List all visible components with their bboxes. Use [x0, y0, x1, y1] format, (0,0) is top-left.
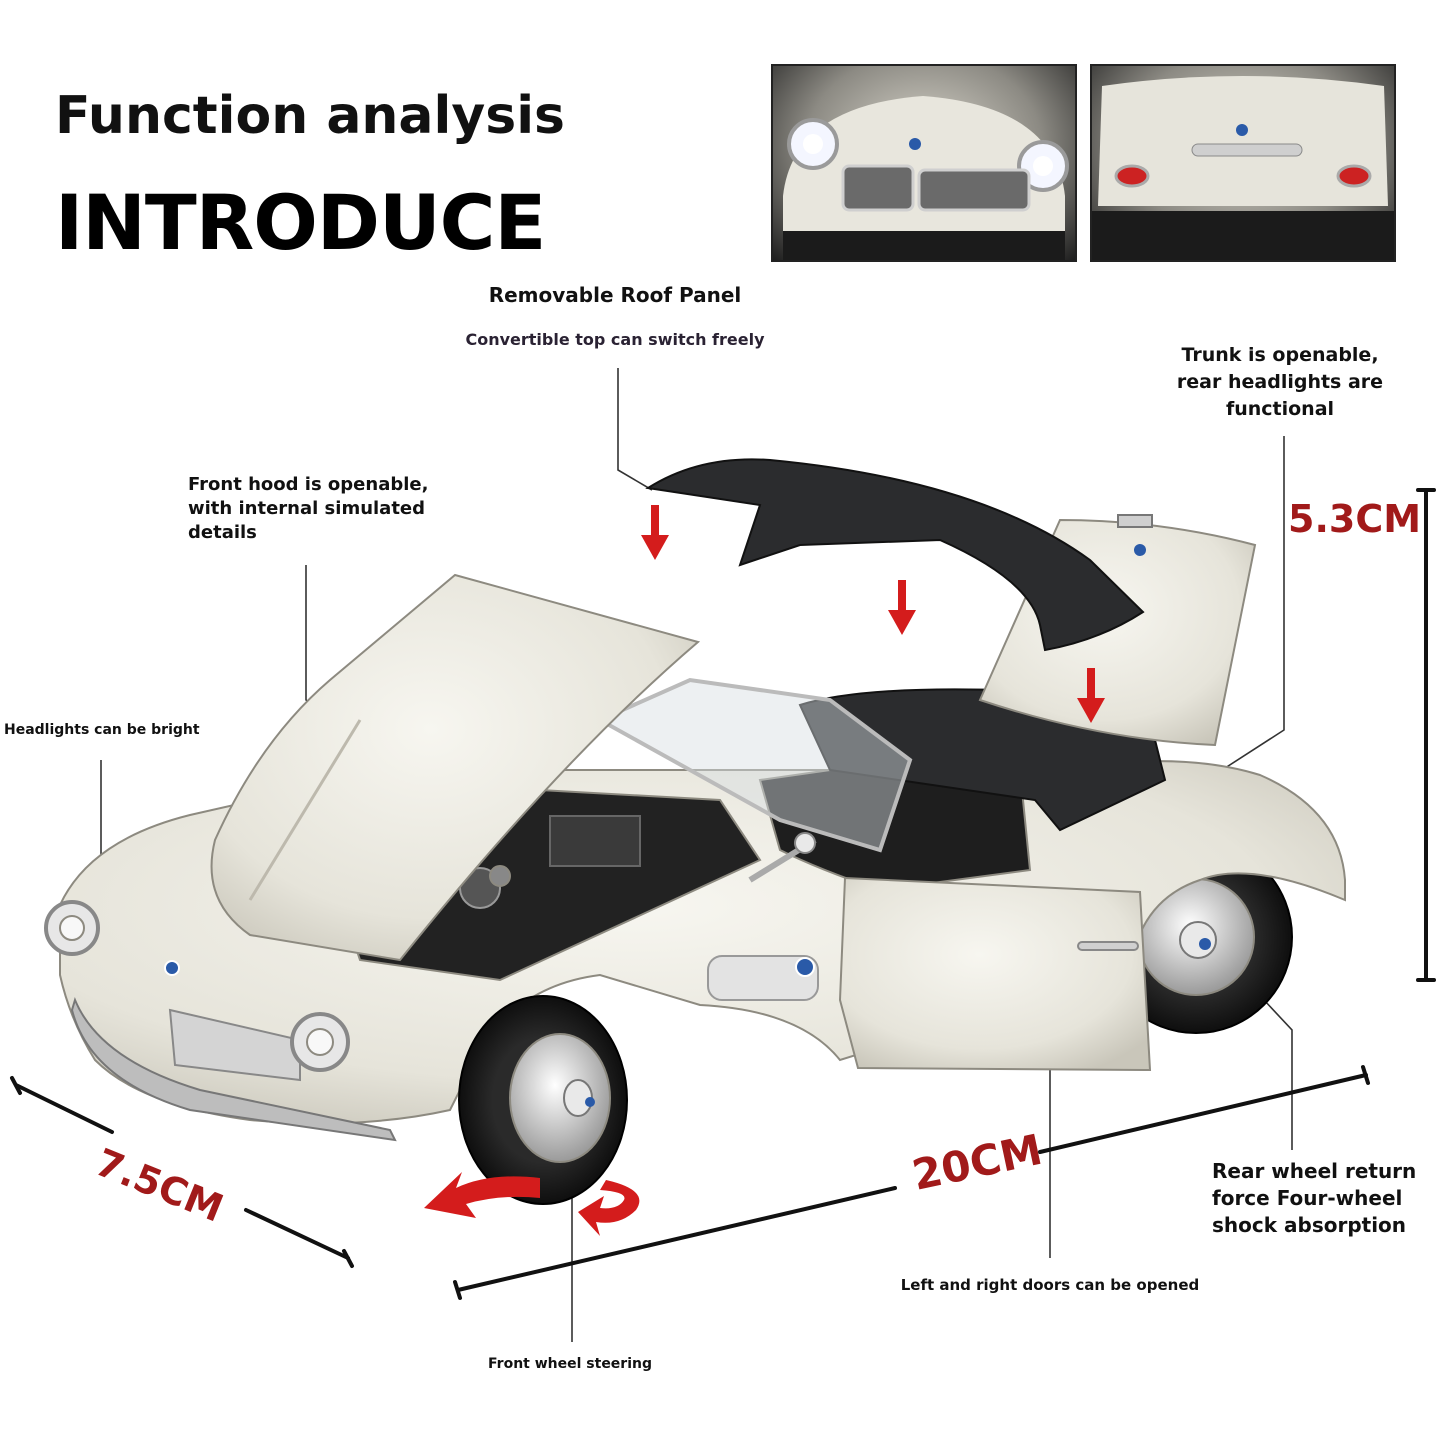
trunk-leader-line: [1221, 436, 1285, 771]
rear-wheel-callout: Rear wheel return force Four-wheel shock…: [1212, 1158, 1440, 1239]
length-dimension-line-a: [456, 1186, 897, 1292]
hood-callout: Front hood is openable, with internal si…: [188, 473, 488, 545]
rear-wheel-line-3: shock absorption: [1212, 1213, 1407, 1237]
height-dimension-label: 5.3CM: [1288, 497, 1422, 541]
open-door: [838, 876, 1152, 1072]
side-vent: [707, 955, 819, 1001]
rear-lights-photo: [1090, 64, 1396, 262]
trunk-line-2: rear headlights are: [1176, 371, 1384, 393]
dimension-lines: [10, 488, 1436, 1300]
length-dimension-line-b: [1038, 1073, 1368, 1154]
removable-roof-panel: [645, 458, 1145, 652]
hood-line-2: with internal simulated: [188, 498, 426, 519]
car-model: [44, 458, 1346, 1205]
roof-title: Removable Roof Panel: [488, 283, 742, 307]
headlights-callout: Headlights can be bright: [4, 722, 200, 738]
front-hood: [210, 573, 701, 962]
rotate-left-arrow-icon: [424, 1172, 540, 1218]
front-bumper: [70, 997, 397, 1142]
hood-line-3: details: [188, 522, 257, 543]
front-grille: [168, 1008, 301, 1082]
rear-wheel-line-1: Rear wheel return: [1212, 1159, 1417, 1183]
steering-callout: Front wheel steering: [488, 1356, 652, 1372]
page-subtitle: INTRODUCE: [55, 178, 546, 267]
windshield: [595, 677, 913, 853]
trunk-line-3: functional: [1225, 398, 1335, 420]
rotate-right-arrow-icon: [578, 1180, 640, 1236]
page-title: Function analysis: [55, 86, 565, 146]
front-lights-photo: [771, 64, 1077, 262]
removal-arrows: [641, 505, 1105, 723]
down-arrow-icon: [641, 505, 669, 560]
width-dimension-line-a: [14, 1083, 114, 1134]
roof-leader-line: [617, 368, 653, 491]
trunk-line-1: Trunk is openable,: [1181, 344, 1379, 366]
width-dimension-line-b: [244, 1208, 350, 1260]
doors-callout: Left and right doors can be opened: [900, 1276, 1200, 1294]
trunk-callout: Trunk is openable, rear headlights are f…: [1140, 342, 1420, 423]
down-arrow-icon: [888, 580, 916, 635]
down-arrow-icon: [1077, 668, 1105, 723]
rear-wheel-line-2: force Four-wheel: [1212, 1186, 1403, 1210]
hood-line-1: Front hood is openable,: [188, 474, 429, 495]
roof-description: Convertible top can switch freely: [465, 330, 765, 349]
steering-arrows: [424, 1172, 640, 1236]
